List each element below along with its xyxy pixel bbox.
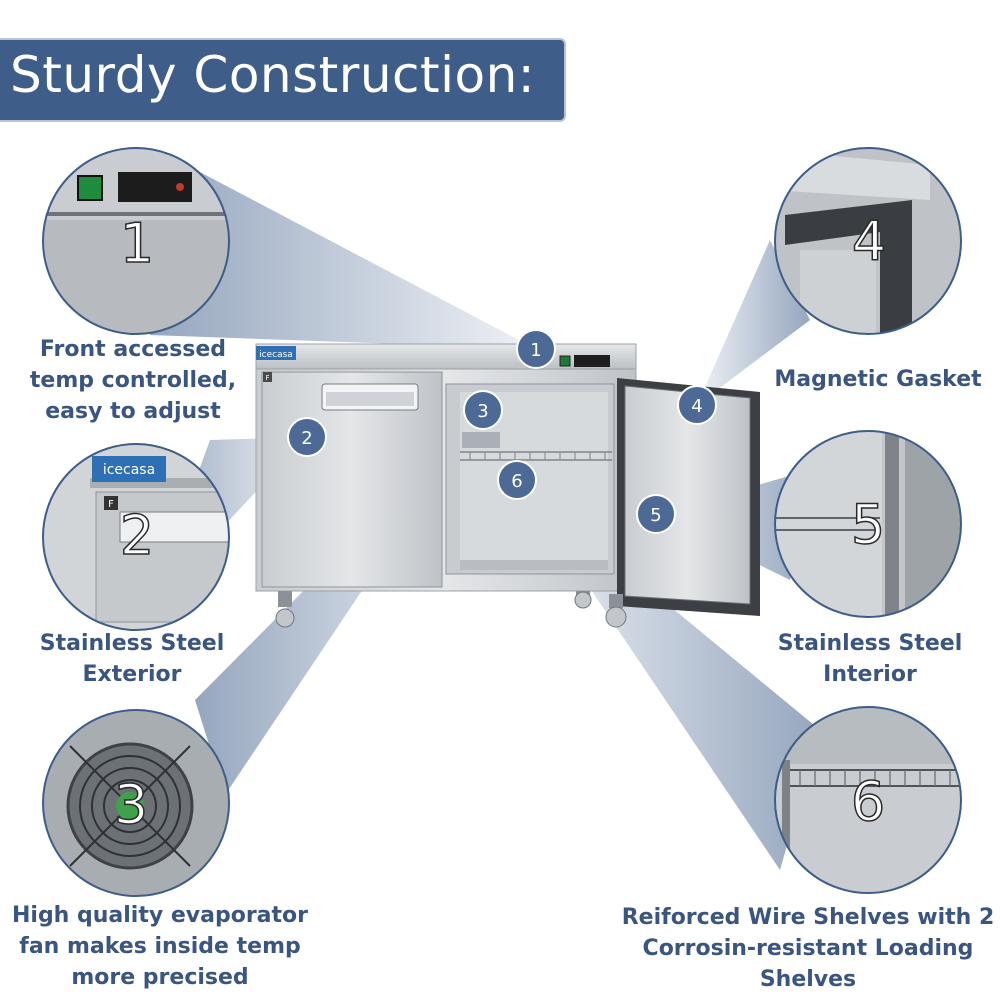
detail-circle-2: icecasa F xyxy=(43,444,229,630)
detail-circle-6 xyxy=(775,707,961,893)
marker-3: 3 xyxy=(477,401,488,422)
badge-closeup: icecasa xyxy=(103,462,155,478)
caption-2: Stainless Steel Exterior xyxy=(22,628,242,690)
caption-line: Front accessed xyxy=(39,337,227,362)
caption-5: Stainless Steel Interior xyxy=(760,628,980,690)
beam-1 xyxy=(150,170,536,349)
detail-number-3: 3 xyxy=(114,773,148,836)
brand-badge: icecasa xyxy=(259,350,293,360)
caption-line: Stainless Steel xyxy=(777,631,963,656)
marker-1: 1 xyxy=(530,340,541,361)
caption-line: Corrosin-resistant Loading xyxy=(642,936,974,961)
caption-line: Interior xyxy=(823,662,917,687)
caption-line: Exterior xyxy=(82,662,182,687)
detail-circle-3 xyxy=(43,710,229,896)
undercounter-fridge: icecasa F xyxy=(255,343,760,628)
caption-3: High quality evaporator fan makes inside… xyxy=(0,900,320,993)
page-title: Sturdy Construction: xyxy=(10,46,536,104)
caption-line: Stainless Steel xyxy=(39,631,225,656)
detail-number-5: 5 xyxy=(851,493,885,556)
caption-line: easy to adjust xyxy=(45,399,221,424)
marker-5: 5 xyxy=(650,505,661,526)
caption-line: more precised xyxy=(71,965,249,990)
beam-4 xyxy=(697,240,810,405)
markers xyxy=(287,329,717,534)
detail-number-4: 4 xyxy=(852,210,886,273)
title-banner: Sturdy Construction: xyxy=(0,38,566,122)
marker-2: 2 xyxy=(301,428,312,449)
caption-4: Magnetic Gasket xyxy=(762,364,994,395)
caption-line: Shelves xyxy=(759,967,857,992)
door-mark-closeup: F xyxy=(108,499,114,510)
caption-6: Reiforced Wire Shelves with 2 Corrosin-r… xyxy=(616,902,1000,995)
caption-1: Front accessed temp controlled, easy to … xyxy=(18,334,248,427)
caption-line: Magnetic Gasket xyxy=(774,367,982,392)
detail-number-6: 6 xyxy=(851,770,885,833)
caption-line: High quality evaporator xyxy=(11,903,309,928)
caption-line: temp controlled, xyxy=(29,368,237,393)
marker-4: 4 xyxy=(691,396,702,417)
detail-circle-4 xyxy=(775,148,961,334)
caption-line: fan makes inside temp xyxy=(19,934,301,959)
marker-6: 6 xyxy=(511,471,522,492)
detail-number-2: 2 xyxy=(120,504,154,567)
detail-number-1: 1 xyxy=(120,212,154,275)
caption-line: Reiforced Wire Shelves with 2 xyxy=(621,905,995,930)
door-mark: F xyxy=(265,374,269,382)
